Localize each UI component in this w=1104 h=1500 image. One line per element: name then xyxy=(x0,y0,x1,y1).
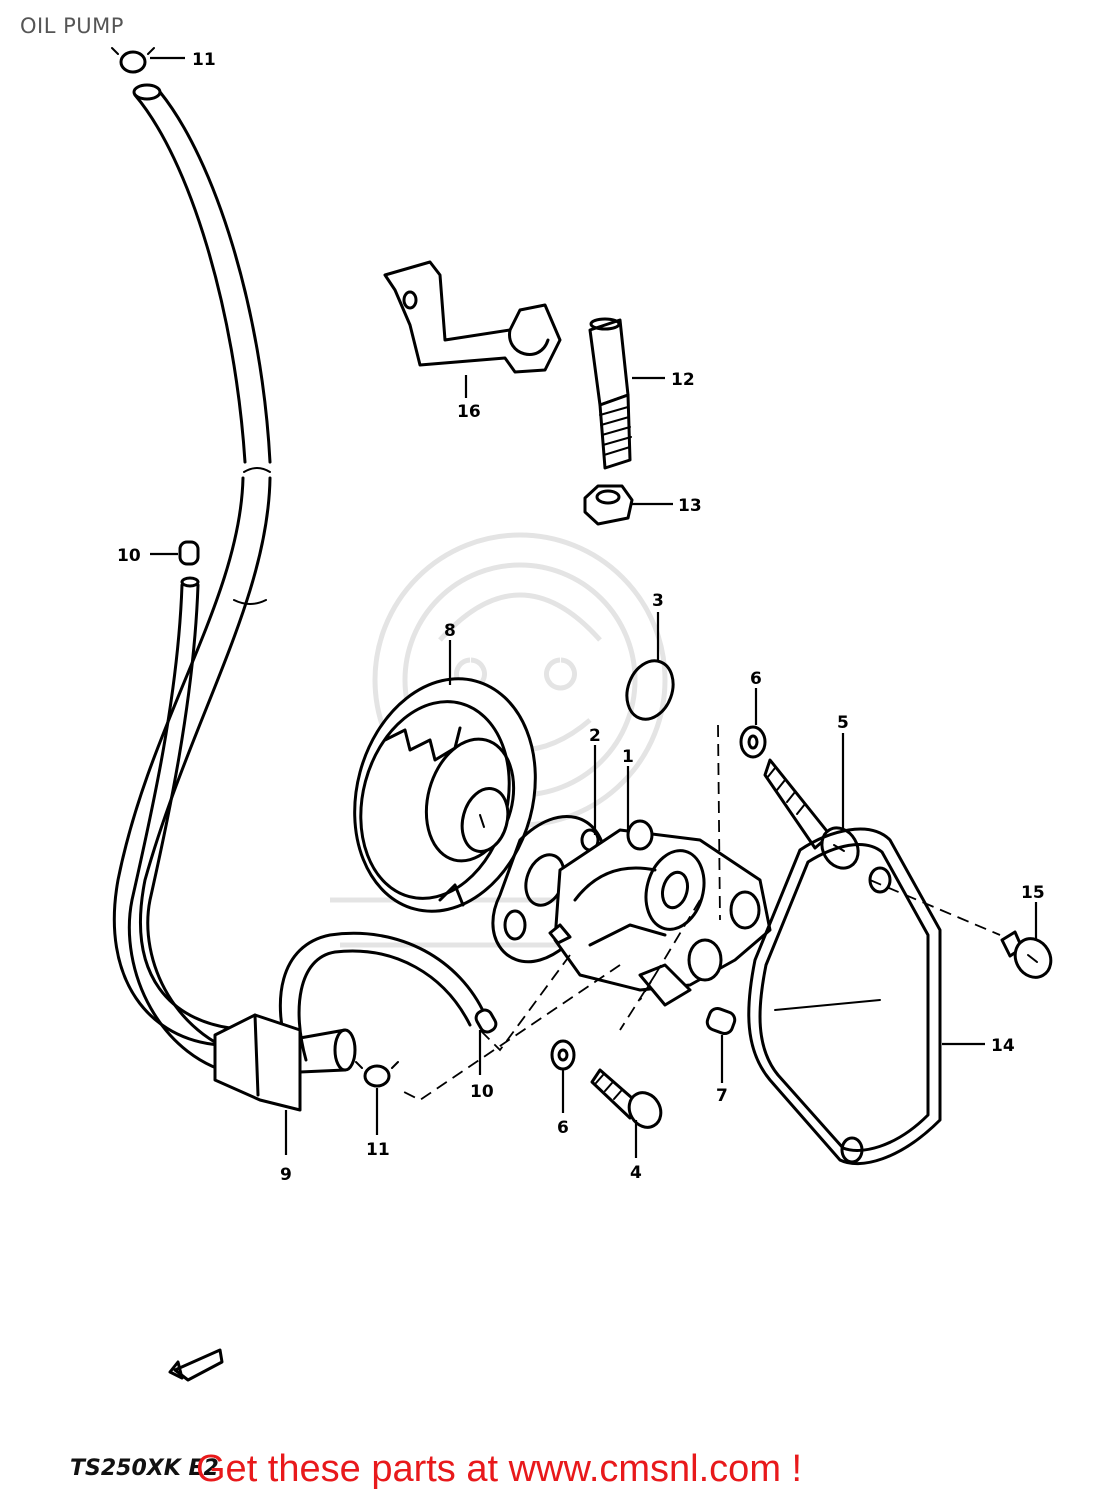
hose-clip-10-top xyxy=(178,540,200,566)
callout-numbers: 11 16 12 13 10 3 8 6 5 2 1 15 14 10 7 6 … xyxy=(117,50,1045,1185)
leader-lines xyxy=(150,56,1038,1158)
hose-clip-10-bottom xyxy=(474,1008,498,1034)
oil-pump-body-1 xyxy=(548,819,772,1007)
pump-cover-14 xyxy=(747,827,942,1166)
callout-11-bottom: 11 xyxy=(366,1140,390,1160)
clamp-11-top xyxy=(111,47,155,74)
callout-7: 7 xyxy=(716,1086,728,1106)
screw-15 xyxy=(1000,930,1053,979)
callout-10-bottom: 10 xyxy=(470,1082,494,1102)
callout-2: 2 xyxy=(589,726,601,746)
callout-6-bottom: 6 xyxy=(557,1118,569,1138)
callout-13: 13 xyxy=(678,496,702,516)
bolt-4 xyxy=(590,1068,663,1129)
oil-hose xyxy=(112,83,487,1077)
callout-14: 14 xyxy=(991,1036,1015,1056)
pump-gear-8 xyxy=(353,677,537,913)
page-title: OIL PUMP xyxy=(20,14,124,38)
adjust-screw-12 xyxy=(588,317,632,470)
o-ring-3 xyxy=(625,659,675,721)
model-code: TS250XK E2 xyxy=(70,1456,219,1481)
washer-6-bottom xyxy=(550,1039,576,1071)
callout-15: 15 xyxy=(1021,883,1045,903)
bracket-16 xyxy=(383,260,562,374)
callout-6-top: 6 xyxy=(750,669,762,689)
callout-11-top: 11 xyxy=(192,50,216,70)
hose-joint-9 xyxy=(213,1013,357,1112)
callout-12: 12 xyxy=(671,370,695,390)
direction-arrow xyxy=(168,1348,224,1382)
callout-16: 16 xyxy=(457,402,481,422)
callout-4: 4 xyxy=(630,1163,642,1183)
callout-3: 3 xyxy=(652,591,664,611)
clamp-11-bottom xyxy=(355,1061,399,1088)
callout-1: 1 xyxy=(622,747,634,767)
alignment-lines xyxy=(399,724,1001,1102)
washer-6-top xyxy=(739,725,767,759)
callout-9: 9 xyxy=(280,1165,292,1185)
nut-13 xyxy=(583,484,634,526)
callout-5: 5 xyxy=(837,713,849,733)
callout-10-top: 10 xyxy=(117,546,141,566)
dowel-7 xyxy=(705,1006,737,1036)
promo-link[interactable]: Get these parts at www.cmsnl.com ! xyxy=(196,1448,803,1490)
callout-8: 8 xyxy=(444,621,456,641)
